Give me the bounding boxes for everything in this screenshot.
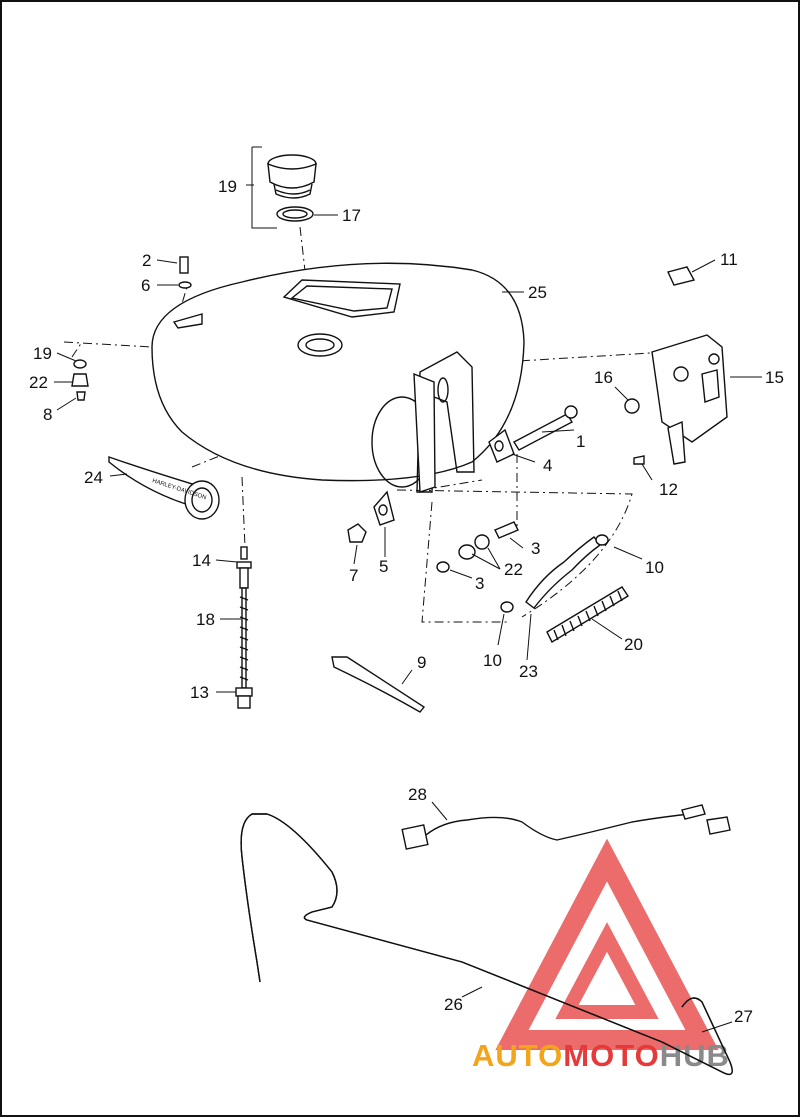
callout-14: 14 — [192, 551, 211, 570]
callout-12: 12 — [659, 480, 678, 499]
fuel-cap — [251, 146, 317, 229]
fuel-tank — [151, 262, 525, 493]
callout-5: 5 — [379, 557, 388, 576]
callout-4: 4 — [543, 456, 552, 475]
callout-25: 25 — [528, 283, 547, 302]
callout-20: 20 — [624, 635, 643, 654]
side-bracket — [624, 266, 728, 465]
leader-lines — [54, 184, 762, 1033]
callout-19-left: 19 — [33, 344, 52, 363]
callout-27: 27 — [734, 1007, 753, 1026]
fuel-lines — [240, 813, 733, 1076]
callout-26: 26 — [444, 995, 463, 1014]
wiring-harness — [401, 804, 731, 850]
callout-24: 24 — [84, 468, 103, 487]
callout-23: 23 — [519, 662, 538, 681]
tank-strap — [331, 656, 426, 713]
hose-assembly — [500, 534, 629, 643]
hardware-left — [71, 256, 192, 401]
callout-labels: 1 2 3 3 4 5 6 7 8 9 10 10 11 12 13 14 15… — [29, 177, 784, 1026]
callout-22-center: 22 — [504, 560, 523, 579]
callout-6: 6 — [141, 276, 150, 295]
fuel-sender — [235, 546, 253, 709]
callout-3-upper: 3 — [531, 539, 540, 558]
callout-7: 7 — [349, 566, 358, 585]
callout-28: 28 — [408, 785, 427, 804]
callout-10-right: 10 — [645, 558, 664, 577]
svg-text:AUTOMOTOHUB: AUTOMOTOHUB — [472, 1038, 730, 1073]
grommets — [436, 521, 519, 573]
callout-16: 16 — [594, 368, 613, 387]
callout-3-lower: 3 — [475, 574, 484, 593]
callout-9: 9 — [417, 653, 426, 672]
callout-22-left: 22 — [29, 373, 48, 392]
callout-15: 15 — [765, 368, 784, 387]
callout-8: 8 — [43, 405, 52, 424]
callout-17: 17 — [342, 206, 361, 225]
callout-18: 18 — [196, 610, 215, 629]
callout-19-cap: 19 — [218, 177, 237, 196]
callout-2: 2 — [142, 251, 151, 270]
watermark-text: AUTOMOTOHUB — [472, 1038, 730, 1073]
callout-13: 13 — [190, 683, 209, 702]
callout-11: 11 — [720, 250, 738, 269]
watermark-logo — [495, 838, 719, 1050]
callout-1: 1 — [576, 432, 585, 451]
callout-10-lower: 10 — [483, 651, 502, 670]
tank-emblem: HARLEY-DAVIDSON — [108, 456, 220, 520]
